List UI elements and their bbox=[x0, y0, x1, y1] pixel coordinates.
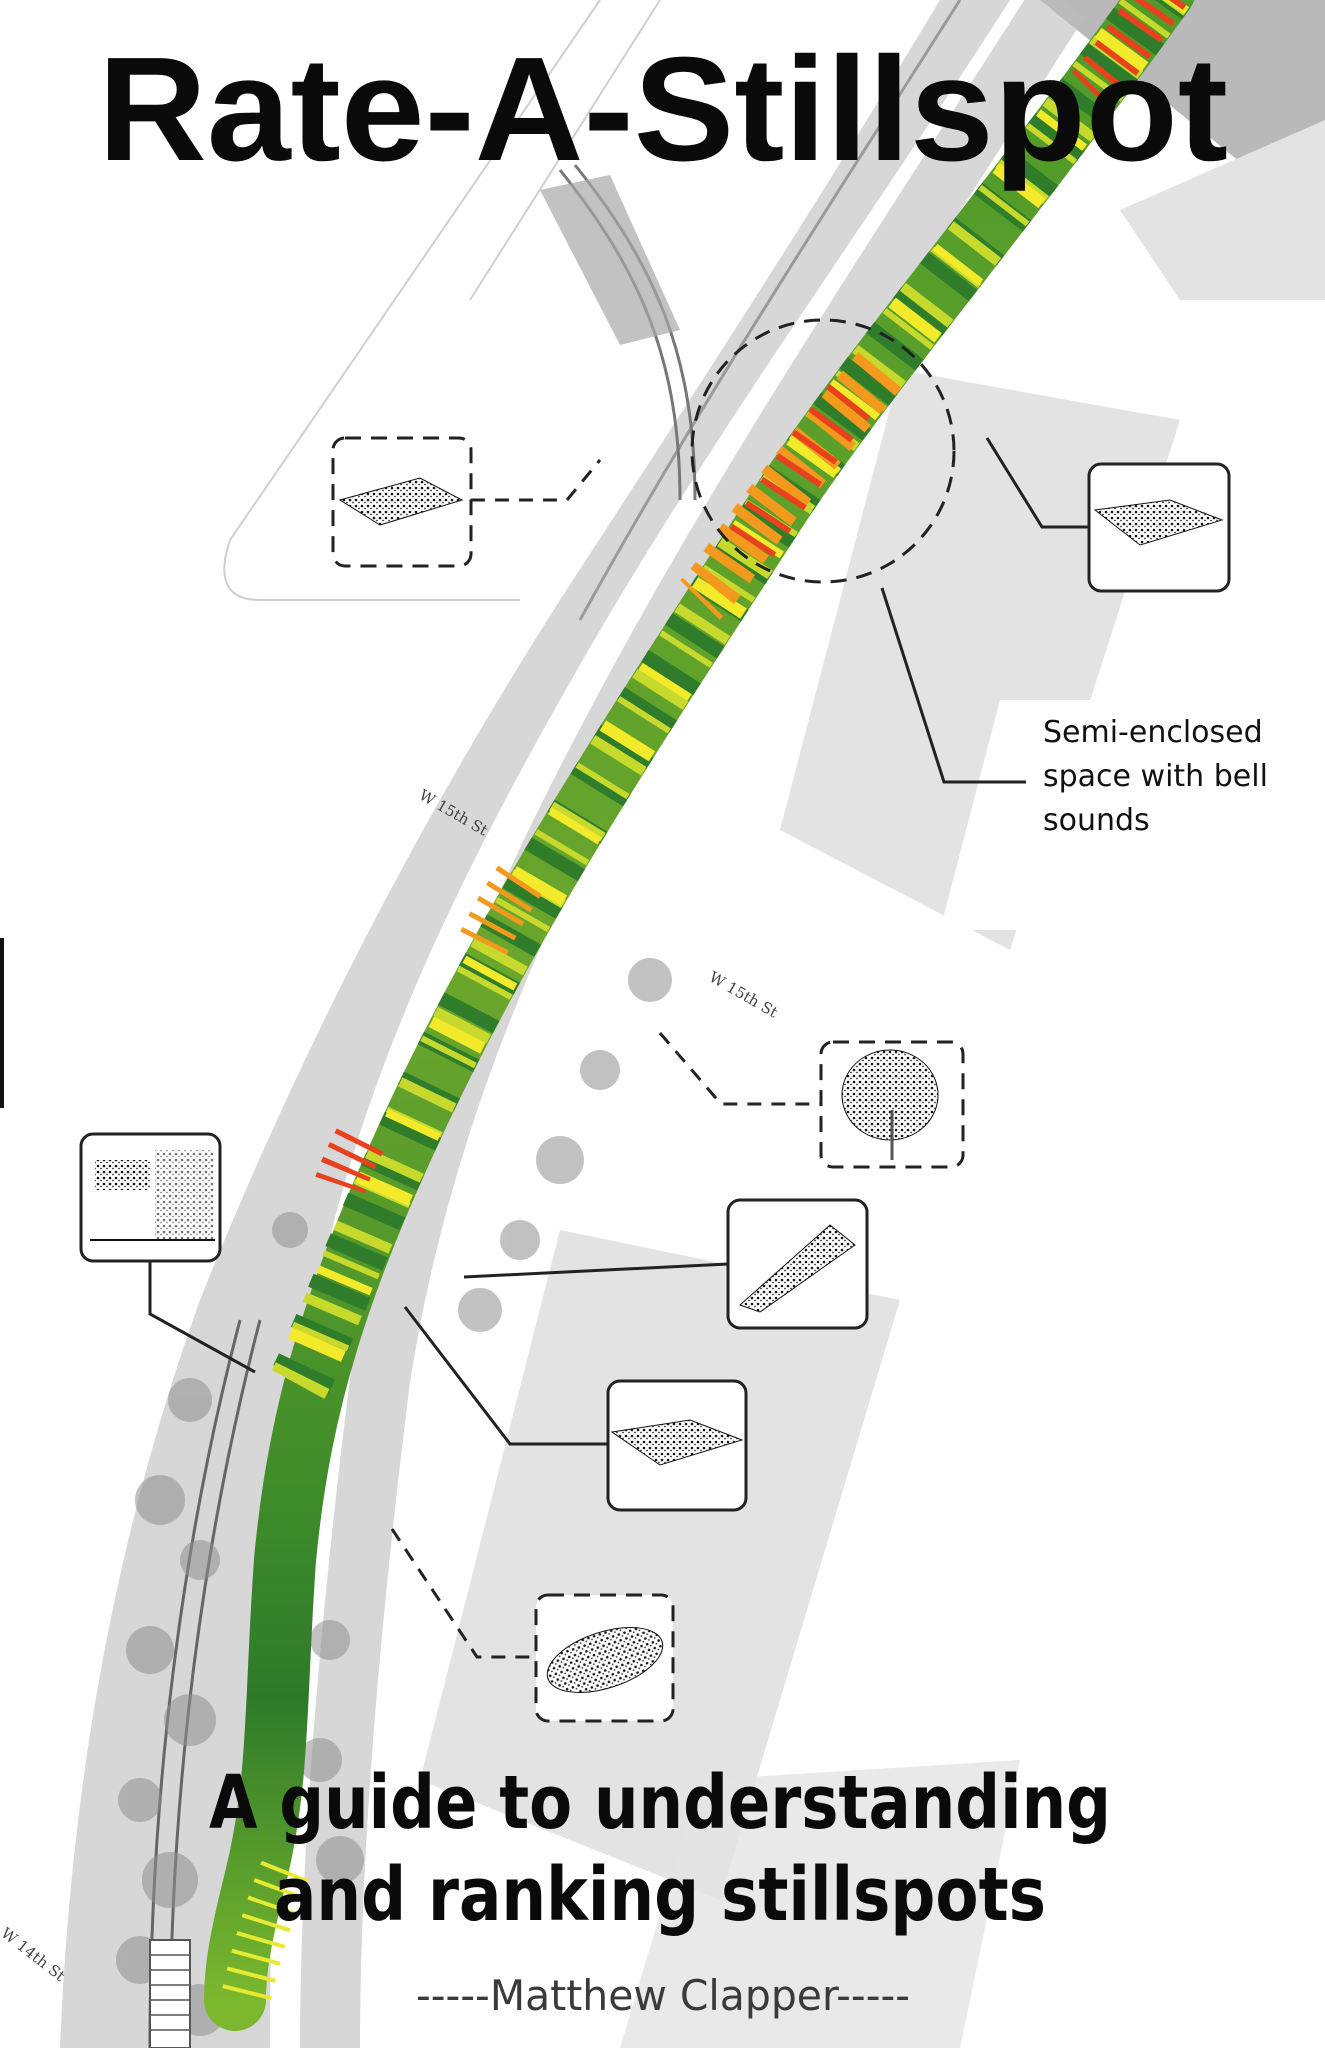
cover-subtitle-line2: and ranking stillspots bbox=[274, 1852, 1046, 1938]
callout-box-planks bbox=[726, 1198, 869, 1330]
callout-box-tree bbox=[819, 1040, 965, 1169]
edge-bar bbox=[0, 938, 4, 1108]
callout-text-line2: space with bell bbox=[1043, 759, 1268, 794]
callout-text-line3: sounds bbox=[1043, 803, 1150, 838]
cover-subtitle-line1: A guide to understanding bbox=[209, 1760, 1111, 1846]
callout-text-line1: Semi-enclosed bbox=[1043, 715, 1263, 750]
callout-box-shrubs bbox=[534, 1593, 675, 1723]
callout-leaders bbox=[148, 318, 1089, 1659]
callout-box-section bbox=[79, 1132, 222, 1263]
street-label-w14th: W 14th St bbox=[0, 1924, 69, 1985]
cover-author: -----Matthew Clapper----- bbox=[416, 1971, 910, 2020]
callout-box-pavement bbox=[1087, 462, 1231, 593]
cover-title: Rate-A-Stillspot bbox=[98, 27, 1228, 192]
stillspot-rating-band bbox=[204, 0, 1195, 2031]
callout-box-ground-cover bbox=[331, 436, 473, 568]
street-label-w15th-b: W 15th St bbox=[706, 968, 781, 1022]
callout-box-gravel bbox=[606, 1379, 748, 1512]
map-blocks bbox=[60, 0, 1325, 2048]
